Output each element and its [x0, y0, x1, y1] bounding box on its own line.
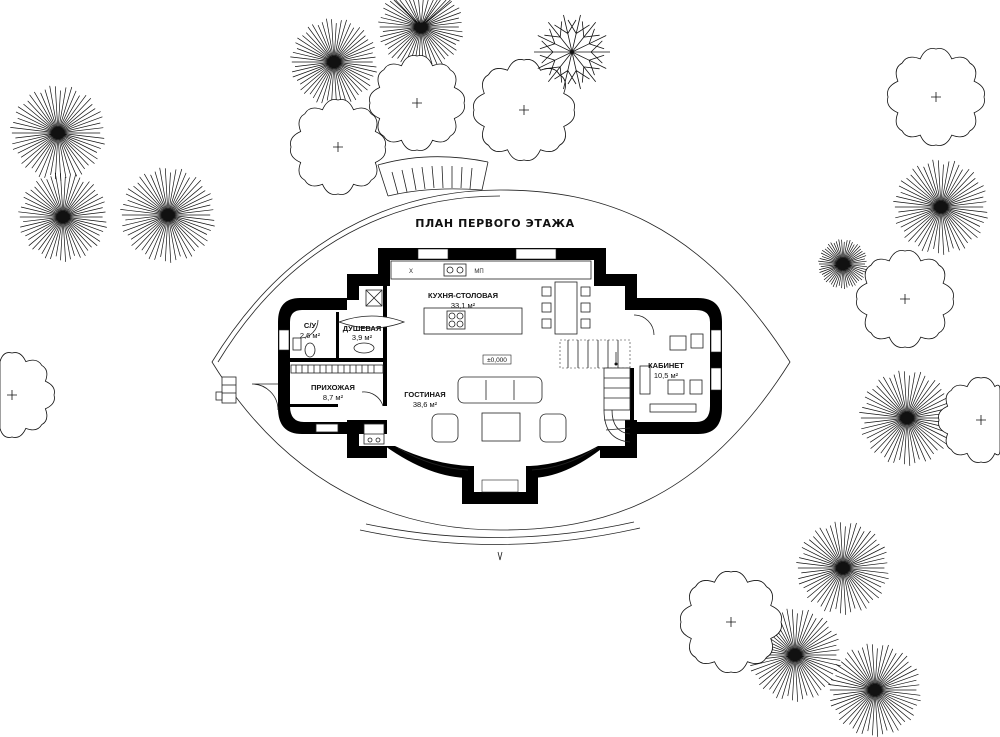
level-mark: ±0,000	[487, 357, 507, 364]
tree-radial	[796, 521, 889, 615]
room-su-name: С/У	[304, 321, 317, 330]
tree-outline	[473, 59, 575, 161]
plan-title: ПЛАН ПЕРВОГО ЭТАЖА	[415, 217, 574, 230]
room-living-name: ГОСТИНАЯ	[404, 390, 445, 399]
tree-outline	[0, 352, 55, 438]
tree-branch	[534, 14, 610, 90]
terrace-path	[359, 521, 641, 561]
room-labels: КУХНЯ-СТОЛОВАЯ 33,1 м² С/У 2,6 м² ДУШЕВА…	[300, 291, 684, 409]
tree-outline	[290, 99, 386, 195]
tree-radial	[818, 239, 868, 290]
tree-radial	[290, 18, 377, 106]
kitchen-furniture: Х МП	[390, 260, 592, 335]
fridge-label: Х	[409, 269, 413, 275]
tree-radial	[828, 643, 921, 737]
tree-radial	[748, 608, 841, 702]
tree-radial	[18, 172, 107, 262]
tree-radial	[10, 85, 105, 181]
tree-outline	[369, 55, 465, 151]
tree-radial	[120, 167, 215, 263]
living-furniture: ±0,000	[431, 354, 567, 443]
tree-radial	[859, 370, 954, 466]
bathroom-fixtures	[290, 289, 406, 445]
room-shower-area: 3,9 м²	[352, 333, 373, 342]
room-office-name: КАБИНЕТ	[648, 361, 684, 370]
tree-radial	[893, 159, 988, 255]
office-furniture	[639, 333, 704, 413]
room-su-area: 2,6 м²	[300, 331, 321, 340]
room-hall-name: ПРИХОЖАЯ	[311, 383, 355, 392]
tree-outline	[887, 48, 985, 146]
staircase	[559, 339, 631, 443]
site-plot	[211, 189, 791, 531]
room-kitchen-name: КУХНЯ-СТОЛОВАЯ	[428, 291, 498, 300]
gate-left	[215, 376, 237, 404]
doors	[251, 314, 655, 411]
tree-outline	[856, 250, 954, 348]
windows	[278, 248, 722, 493]
room-office-area: 10,5 м²	[654, 371, 679, 380]
room-kitchen-area: 33,1 м²	[451, 301, 476, 310]
room-shower-name: ДУШЕВАЯ	[343, 324, 382, 333]
tree-outline	[680, 571, 782, 673]
entry-stairs-top	[377, 156, 489, 197]
tree-radial	[378, 0, 463, 70]
room-hall-area: 8,7 м²	[323, 393, 344, 402]
tree-outline	[938, 377, 1000, 463]
room-living-area: 38,6 м²	[413, 400, 438, 409]
dishwasher-label: МП	[474, 269, 483, 275]
